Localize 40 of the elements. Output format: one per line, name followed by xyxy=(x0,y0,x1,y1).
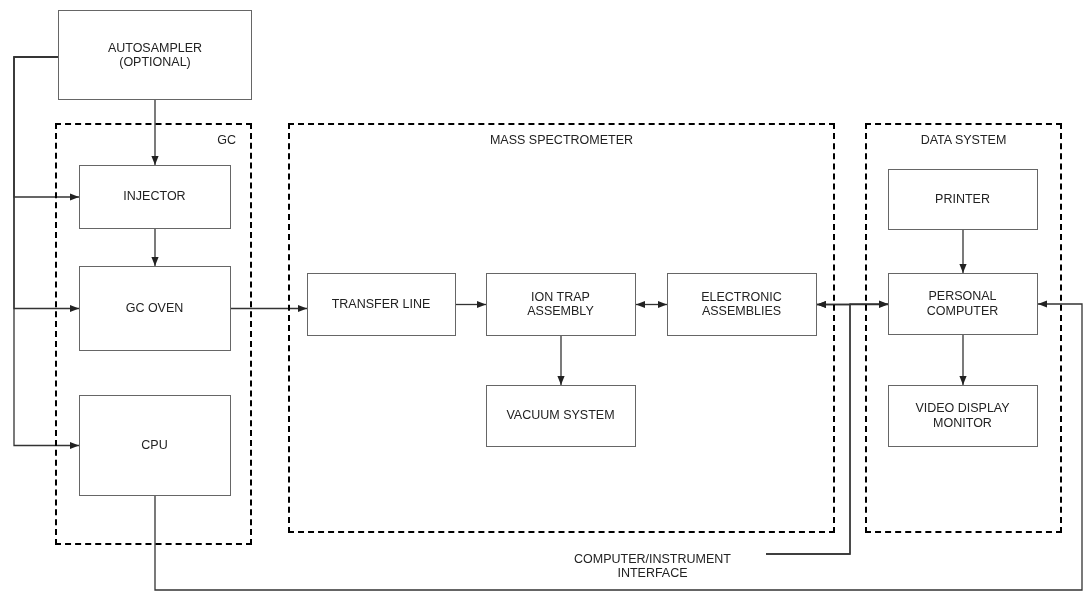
arrow xyxy=(557,335,565,386)
node-label: AUTOSAMPLER (OPTIONAL) xyxy=(106,40,204,70)
process-box xyxy=(78,394,231,496)
node-label: VACUUM SYSTEM xyxy=(505,408,616,423)
dashed-group-box xyxy=(55,123,252,545)
arrow xyxy=(635,300,668,309)
process-box xyxy=(78,265,231,351)
node-label: GC OVEN xyxy=(124,300,185,316)
process-box xyxy=(887,384,1038,447)
dashed-group-box xyxy=(865,123,1062,533)
group-label: MASS SPECTROMETER xyxy=(488,133,635,147)
arrow xyxy=(154,300,1083,591)
group-label: DATA SYSTEM xyxy=(919,133,1008,147)
node-label: PERSONAL COMPUTER xyxy=(925,289,1000,318)
process-box xyxy=(306,272,456,336)
group-label: GC xyxy=(216,133,237,147)
process-box xyxy=(485,272,636,336)
node-label: INJECTOR xyxy=(122,189,187,204)
arrow xyxy=(151,99,159,166)
node-label: VIDEO DISPLAY MONITOR xyxy=(914,401,1011,430)
process-box xyxy=(666,272,817,336)
process-box xyxy=(58,10,252,100)
process-box xyxy=(887,168,1038,230)
arrow xyxy=(959,229,967,274)
process-box xyxy=(887,272,1038,335)
node-label: ION TRAP ASSEMBLY xyxy=(526,289,595,319)
node-label: ELECTRONIC ASSEMBLIES xyxy=(700,289,783,319)
node-label: TRANSFER LINE xyxy=(330,296,432,312)
arrow xyxy=(151,228,159,267)
arrow xyxy=(230,304,308,313)
arrow xyxy=(13,56,80,450)
process-box xyxy=(78,164,231,229)
arrow xyxy=(959,334,967,386)
node-label: COMPUTER/INSTRUMENT INTERFACE xyxy=(573,551,732,581)
process-box xyxy=(485,384,636,447)
arrow xyxy=(455,300,487,309)
arrow xyxy=(765,300,889,555)
dashed-group-box xyxy=(288,123,835,533)
node-label: PRINTER xyxy=(934,191,991,207)
node-label: CPU xyxy=(140,437,169,453)
